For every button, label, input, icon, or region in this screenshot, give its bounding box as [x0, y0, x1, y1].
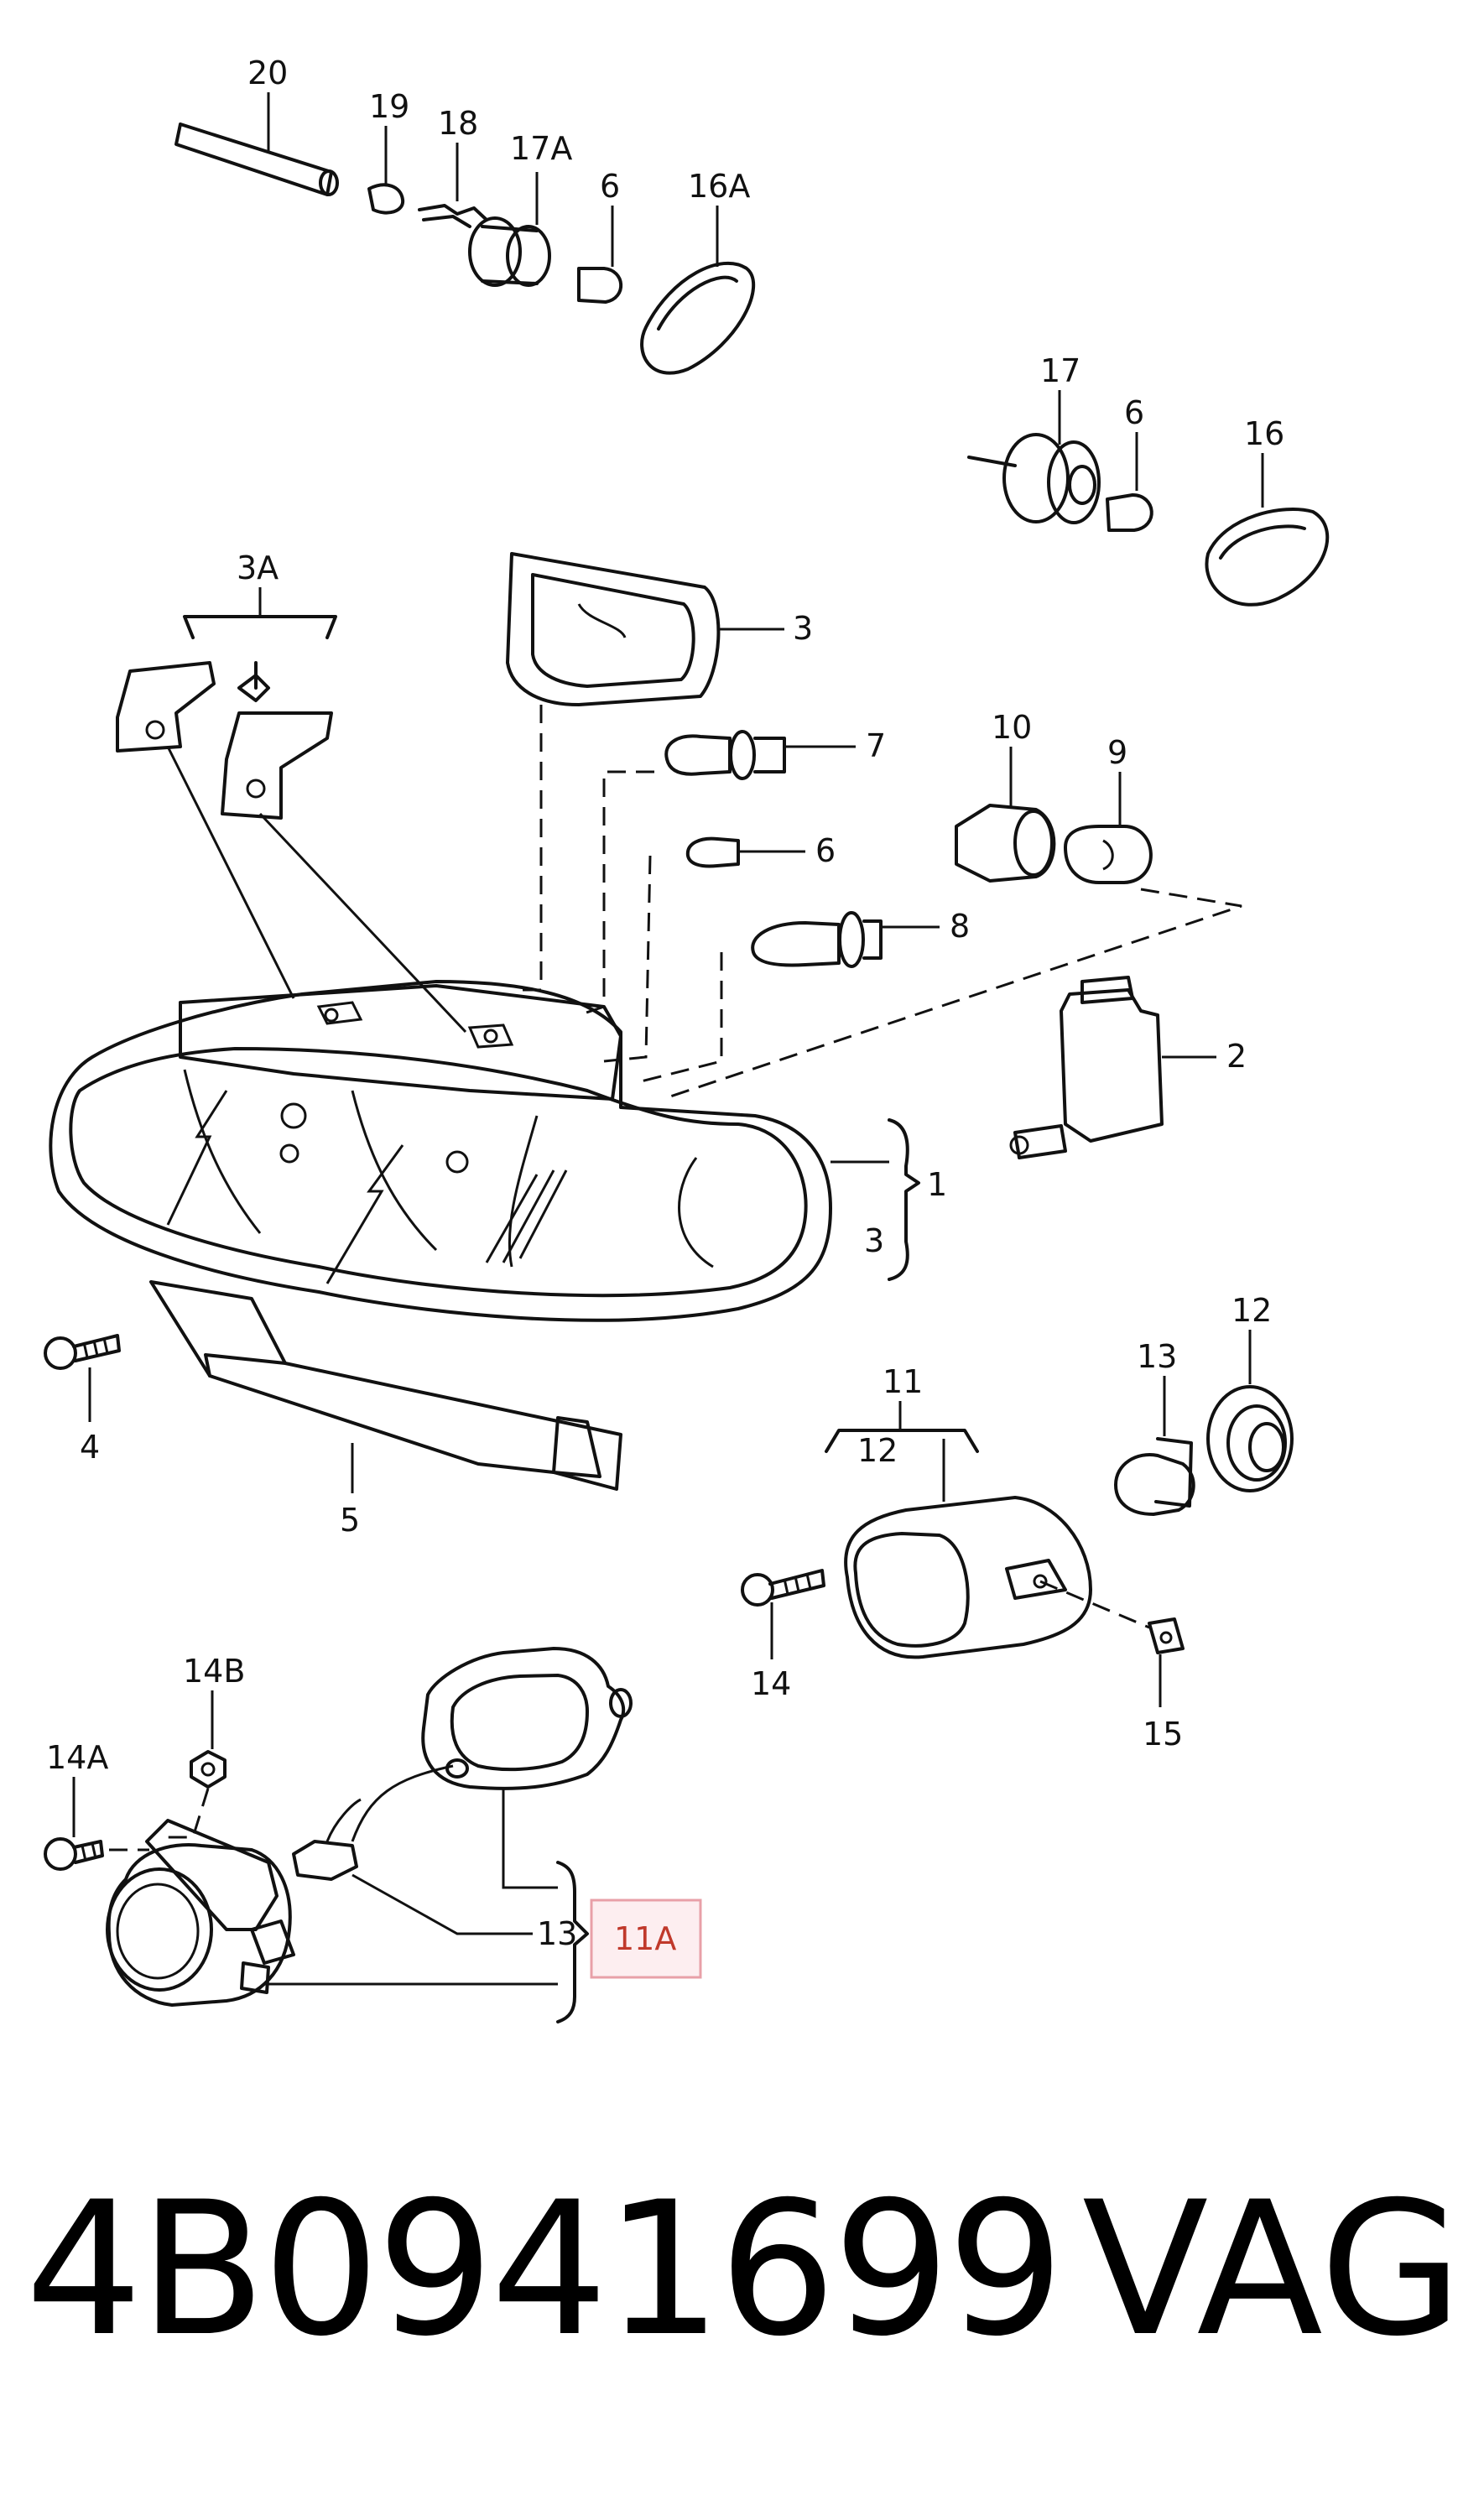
part-12-ring — [1206, 1385, 1294, 1492]
part-6-bulb-top — [577, 267, 623, 304]
callout-5: 5 — [340, 1502, 360, 1539]
part-18-contact — [418, 204, 488, 228]
callout-7: 7 — [866, 727, 886, 764]
callout-20: 20 — [247, 55, 288, 91]
callout-2: 2 — [1226, 1038, 1247, 1075]
part-16-lens — [1205, 508, 1330, 607]
part-3-gasket — [506, 552, 721, 706]
callout-1: 1 — [927, 1166, 947, 1203]
callout-14: 14 — [751, 1665, 791, 1702]
callout-14B: 14B — [183, 1653, 245, 1690]
part-15-clip — [1148, 1617, 1185, 1654]
part-9-bulb — [1064, 825, 1153, 884]
callout-4: 4 — [80, 1429, 100, 1466]
part-14B-nut — [190, 1750, 227, 1789]
callout-9: 9 — [1107, 734, 1127, 771]
callout-3-headlight: 3 — [864, 1222, 884, 1259]
part-19-grommet — [367, 183, 405, 215]
callout-8: 8 — [950, 908, 970, 945]
part-3A-brackets — [116, 587, 467, 1034]
callout-6-top: 6 — [600, 168, 620, 205]
part-gasket-11A — [421, 1647, 633, 1790]
callout-19: 19 — [369, 88, 409, 125]
callout-13-right: 13 — [1137, 1338, 1177, 1375]
part-11A-fog-light — [106, 1819, 295, 2007]
part-17-socket — [967, 433, 1101, 524]
brand-label: VAG — [1082, 2162, 1463, 2377]
part-14-screw — [741, 1569, 825, 1607]
callout-18: 18 — [438, 105, 478, 142]
callout-17A: 17A — [510, 130, 572, 167]
highlight-11A[interactable]: 11A — [590, 1898, 702, 1979]
part-6-bulb-mid — [685, 836, 740, 868]
callout-3A: 3A — [237, 549, 279, 586]
callout-16A: 16A — [688, 168, 750, 205]
part-17A-socket — [468, 216, 551, 287]
part-10-socket — [955, 804, 1056, 883]
callout-13-bottom: 13 — [537, 1915, 577, 1952]
callout-12-group: 12 — [857, 1432, 898, 1469]
callout-16: 16 — [1244, 415, 1284, 452]
part-8-bulb — [751, 911, 883, 968]
callout-3-gasket: 3 — [793, 610, 813, 647]
callout-14A: 14A — [46, 1739, 108, 1776]
part-16A-lens — [640, 261, 756, 375]
callout-12-top: 12 — [1231, 1292, 1272, 1329]
part-number: 4B0941699 — [25, 2162, 1065, 2377]
part-2-motor — [1009, 976, 1164, 1159]
callout-11: 11 — [883, 1363, 923, 1400]
callout-6-right: 6 — [1124, 394, 1144, 431]
callout-11A: 11A — [614, 1920, 676, 1957]
part-13-bulb — [1114, 1437, 1195, 1516]
callout-15: 15 — [1143, 1716, 1183, 1753]
callout-10: 10 — [992, 709, 1032, 746]
part-20-wire — [174, 122, 339, 196]
part-1-headlight — [49, 980, 832, 1322]
callout-6-mid: 6 — [815, 832, 836, 869]
part-7-bulb — [664, 730, 786, 780]
part-14A-screw — [44, 1837, 104, 1871]
part-5-bracket — [149, 1280, 622, 1491]
callout-17: 17 — [1040, 352, 1080, 389]
part-6-bulb-right — [1106, 493, 1153, 532]
part-11-fog-light — [844, 1496, 1092, 1659]
part-4-screw — [44, 1334, 121, 1370]
